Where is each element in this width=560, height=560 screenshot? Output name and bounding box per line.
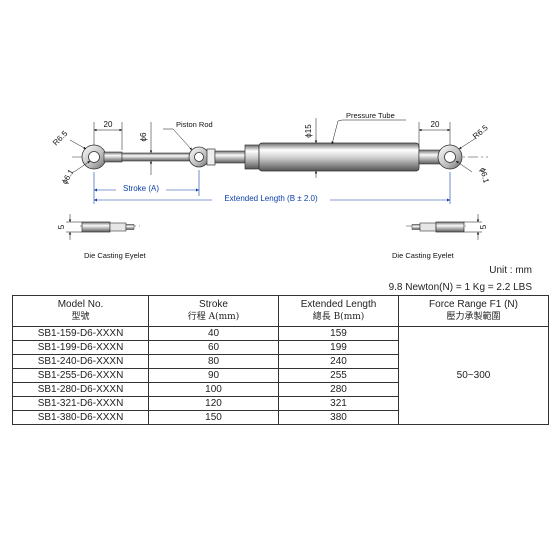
dim-right-hole: ϕ6.1 bbox=[455, 160, 491, 185]
svg-text:ϕ15: ϕ15 bbox=[304, 124, 313, 138]
svg-text:Die Casting Eyelet: Die Casting Eyelet bbox=[392, 251, 455, 260]
cell-stroke: 90 bbox=[148, 368, 279, 383]
cell-stroke: 120 bbox=[148, 396, 279, 411]
table-row: SB1-280-D6-XXXN 100 280 bbox=[12, 382, 549, 397]
svg-text:20: 20 bbox=[431, 120, 440, 129]
cell-length: 280 bbox=[278, 382, 399, 397]
dim-extended-length: Extended Length (B ± 2.0) bbox=[93, 172, 451, 204]
dim-right-width: 20 bbox=[418, 120, 451, 148]
cell-stroke: 150 bbox=[148, 410, 279, 425]
table-row: SB1-199-D6-XXXN 60 199 bbox=[12, 340, 549, 355]
cell-model: SB1-321-D6-XXXN bbox=[12, 396, 149, 411]
cell-model: SB1-255-D6-XXXN bbox=[12, 368, 149, 383]
dim-left-radius: R6.5 bbox=[51, 129, 87, 150]
cell-stroke: 100 bbox=[148, 382, 279, 397]
svg-text:5: 5 bbox=[479, 224, 488, 229]
cell-model: SB1-380-D6-XXXN bbox=[12, 410, 149, 425]
cell-stroke: 40 bbox=[148, 326, 279, 341]
cell-length: 380 bbox=[278, 410, 399, 425]
svg-text:5: 5 bbox=[57, 224, 66, 229]
rod-end-fitting bbox=[188, 146, 246, 168]
left-eyelet bbox=[81, 144, 123, 170]
cell-length: 159 bbox=[278, 326, 399, 341]
svg-text:Die Casting Eyelet: Die Casting Eyelet bbox=[84, 251, 147, 260]
right-eyelet bbox=[418, 144, 463, 170]
svg-text:ϕ6.1: ϕ6.1 bbox=[478, 167, 491, 185]
svg-text:ϕ6.1: ϕ6.1 bbox=[60, 167, 76, 185]
left-die-casting-side-view: 5 Die Casting Eyelet bbox=[57, 214, 147, 260]
dim-stroke: Stroke (A) bbox=[93, 170, 200, 196]
table-row: SB1-255-D6-XXXN 90 255 bbox=[12, 368, 549, 383]
cell-model: SB1-240-D6-XXXN bbox=[12, 354, 149, 369]
dim-tube-diameter: ϕ15 bbox=[304, 118, 318, 178]
piston-rod-callout: Piston Rod bbox=[163, 120, 213, 151]
cell-stroke: 80 bbox=[148, 354, 279, 369]
svg-text:Stroke (A): Stroke (A) bbox=[123, 184, 159, 193]
cell-length: 240 bbox=[278, 354, 399, 369]
cell-force-range: 50~300 bbox=[398, 326, 549, 425]
cell-model: SB1-280-D6-XXXN bbox=[12, 382, 149, 397]
cell-model: SB1-159-D6-XXXN bbox=[12, 326, 149, 341]
header-force-range: Force Range F1 (N)壓力承製範圍 bbox=[398, 295, 549, 327]
svg-text:Pressure Tube: Pressure Tube bbox=[346, 111, 395, 120]
svg-text:20: 20 bbox=[104, 120, 113, 129]
conversion-note: 9.8 Newton(N) = 1 Kg = 2.2 LBS bbox=[388, 282, 532, 293]
cell-length: 255 bbox=[278, 368, 399, 383]
cell-length: 321 bbox=[278, 396, 399, 411]
cell-stroke: 60 bbox=[148, 340, 279, 355]
pressure-tube bbox=[244, 142, 420, 172]
pressure-tube-callout: Pressure Tube bbox=[331, 111, 406, 145]
dim-right-radius: R6.5 bbox=[458, 123, 490, 150]
svg-text:ϕ6: ϕ6 bbox=[139, 132, 148, 141]
table-row: SB1-159-D6-XXXN 40 159 50~300 bbox=[12, 326, 549, 425]
unit-note: Unit : mm bbox=[489, 265, 532, 276]
svg-text:Piston Rod: Piston Rod bbox=[176, 120, 213, 129]
cell-model: SB1-199-D6-XXXN bbox=[12, 340, 149, 355]
header-model: Model No.型號 bbox=[12, 295, 149, 327]
gas-spring-drawing: 20 20 ϕ6 ϕ15 Piston Rod Pressure Tube R6… bbox=[51, 111, 491, 260]
right-die-casting-side-view: 5 Die Casting Eyelet bbox=[392, 214, 488, 260]
svg-text:Extended Length (B ± 2.0): Extended Length (B ± 2.0) bbox=[224, 194, 318, 203]
svg-text:R6.5: R6.5 bbox=[471, 123, 490, 141]
dim-left-width: 20 bbox=[93, 120, 123, 150]
table-row: SB1-240-D6-XXXN 80 240 bbox=[12, 354, 549, 369]
cell-length: 199 bbox=[278, 340, 399, 355]
table-row: SB1-380-D6-XXXN 150 380 bbox=[12, 410, 549, 425]
dim-rod-diameter: ϕ6 bbox=[139, 122, 153, 175]
svg-text:R6.5: R6.5 bbox=[51, 129, 70, 148]
